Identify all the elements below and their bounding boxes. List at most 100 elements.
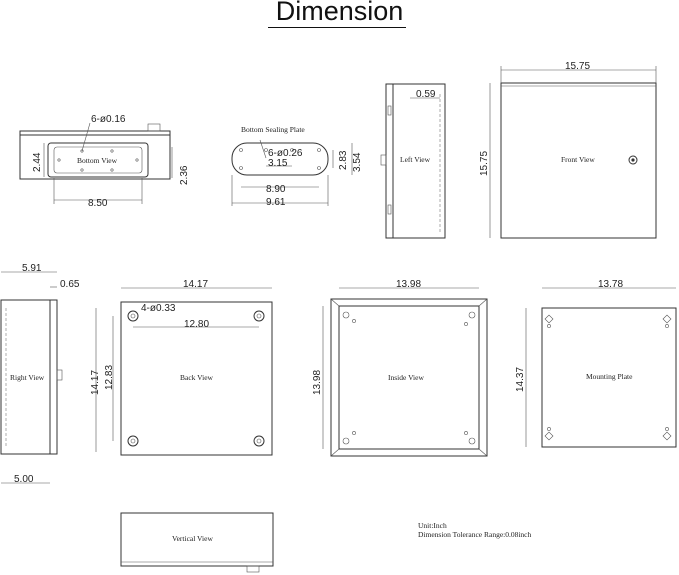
sealing-hole: [317, 148, 321, 152]
bottom-hole: [80, 168, 84, 172]
title-underline: [268, 27, 406, 28]
inside-view-outer: [330, 298, 488, 457]
inside-stud: [468, 311, 476, 319]
mounting-slot: [544, 431, 554, 441]
right-view-label: Right View: [10, 373, 45, 382]
sealing-holes-leader: [259, 139, 267, 159]
page-title: Dimension: [275, 0, 404, 26]
back-hole-height-dim: 12.83: [104, 365, 115, 390]
back-hole-inner: [130, 313, 136, 319]
mounting-hole: [547, 427, 551, 431]
inside-stud: [468, 437, 476, 445]
mounting-plate-view: 13.78 14.37 Mounting Plate: [515, 279, 677, 448]
mounting-width-dim: 13.78: [598, 279, 623, 290]
inside-stud-small: [352, 431, 356, 435]
bottom-hole: [80, 149, 84, 153]
right-top-dim: 5.91: [22, 263, 42, 274]
mounting-plate-label: Mounting Plate: [586, 372, 633, 381]
sealing-hole: [317, 166, 321, 170]
vertical-view-outline: [120, 512, 274, 567]
left-depth-dim: 0.59: [416, 89, 436, 100]
front-view: Front View 15.75 15.75: [479, 61, 657, 239]
bottom-view-opening: [47, 142, 149, 178]
mounting-hole: [547, 324, 551, 328]
bottom-view-outline: [19, 130, 171, 180]
back-hole: [253, 435, 265, 447]
inside-stud: [342, 311, 350, 319]
sealing-outer-dim: 9.61: [266, 197, 286, 208]
back-hole-inner: [256, 438, 262, 444]
inside-stud-small: [464, 431, 468, 435]
bottom-view-tab: [147, 123, 161, 132]
sealing-holes-dim: 6-ø0.26: [268, 148, 303, 159]
right-view-door: [49, 299, 58, 455]
sealing-mid-dim: 8.90: [266, 184, 286, 195]
sealing-hole: [290, 148, 294, 152]
inside-view: 13.98 13.98 Inside View: [312, 279, 488, 457]
back-hole-inner: [256, 313, 262, 319]
sealing-hole: [239, 148, 243, 152]
bottom-holes-dim: 6-ø0.16: [91, 114, 126, 125]
bottom-view: Bottom View 6-ø0.16 8.50 2.44 2.36: [19, 114, 190, 209]
bottom-height-right-dim: 2.36: [179, 165, 190, 185]
vertical-view-label: Vertical View: [172, 534, 213, 543]
sealing-inner-dim: 3.15: [268, 158, 288, 169]
inside-width-dim: 13.98: [396, 279, 421, 290]
left-view-door: [385, 83, 394, 239]
sealing-h2-dim: 3.54: [352, 152, 363, 172]
left-view-hinge: [387, 105, 392, 116]
inside-view-label: Inside View: [388, 373, 424, 382]
inside-height-dim: 13.98: [312, 370, 323, 395]
front-view-label: Front View: [561, 155, 595, 164]
back-hole: [127, 435, 139, 447]
mounting-plate-outline: [541, 307, 677, 448]
back-width-dim: 14.17: [183, 279, 208, 290]
bottom-hole: [110, 168, 114, 172]
right-bottom-dim: 5.00: [14, 474, 34, 485]
left-view-label: Left View: [400, 155, 431, 164]
back-hole: [127, 310, 139, 322]
bottom-view-label: Bottom View: [77, 156, 118, 165]
back-hole-span-dim: 12.80: [184, 319, 209, 330]
left-view: 0.59 Left View: [380, 83, 446, 239]
inside-bevel: [330, 448, 340, 457]
tolerance-note: Dimension Tolerance Range:0.08inch: [418, 530, 532, 539]
front-width-dim: 15.75: [565, 61, 590, 72]
mounting-height-dim: 14.37: [515, 367, 526, 392]
back-view: 14.17 4-ø0.33 12.80 14.17 12.83 Back Vie…: [90, 279, 273, 456]
inside-bevel: [478, 448, 488, 457]
mounting-slot: [662, 431, 672, 441]
sealing-plate-view: Bottom Sealing Plate 6-ø0.26 3.15 8.90 9…: [231, 125, 363, 208]
mounting-slot: [544, 314, 554, 324]
sealing-plate-outline: [231, 142, 329, 176]
back-holes-dim: 4-ø0.33: [141, 303, 176, 314]
inside-bevel: [478, 298, 488, 307]
back-hole-inner: [130, 438, 136, 444]
right-flange-dim: 0.65: [60, 279, 80, 290]
back-height-dim: 14.17: [90, 370, 101, 395]
bottom-width-dim: 8.50: [88, 198, 108, 209]
front-view-door: [500, 82, 657, 239]
sealing-hole: [239, 166, 243, 170]
right-view-lock: [56, 369, 63, 381]
mounting-slot: [662, 314, 672, 324]
inside-view-inner: [338, 305, 480, 450]
left-view-hinge: [387, 204, 392, 215]
front-lock-core: [631, 158, 635, 162]
sealing-plate-label: Bottom Sealing Plate: [241, 125, 305, 134]
right-view: 5.91 0.65 5.00 Right View: [0, 263, 80, 485]
inside-stud: [342, 437, 350, 445]
sealing-h1-dim: 2.83: [338, 150, 349, 170]
left-view-lock: [380, 154, 387, 166]
bottom-view-plate: [53, 146, 143, 174]
bottom-hole: [57, 158, 61, 162]
unit-note: Unit:Inch: [418, 521, 447, 530]
front-height-dim: 15.75: [479, 151, 490, 176]
inside-stud-small: [352, 319, 356, 323]
mounting-hole: [665, 324, 669, 328]
back-hole: [253, 310, 265, 322]
back-view-label: Back View: [180, 373, 214, 382]
bottom-hole: [110, 149, 114, 153]
